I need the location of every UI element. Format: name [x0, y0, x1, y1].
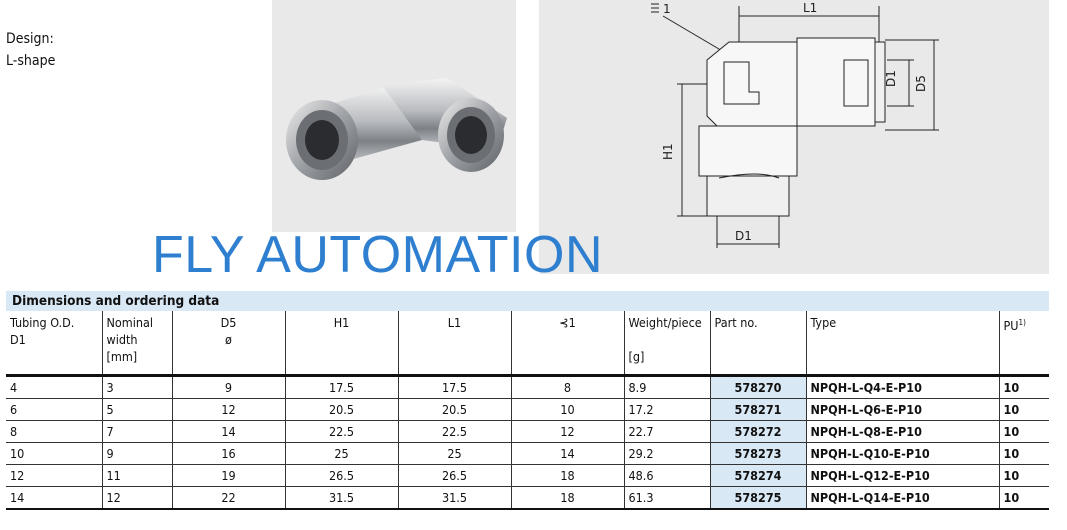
- cell-d5: 9: [171, 375, 285, 399]
- cell-d5: 12: [171, 398, 285, 421]
- cell-type: NPQH-L-Q12-E-P10: [805, 464, 999, 487]
- watermark: FLY AUTOMATION: [152, 226, 604, 284]
- cell-tubing-od: 4: [10, 380, 18, 395]
- cell-weight: 61.3: [623, 486, 710, 509]
- elbow-fitting-image: [286, 78, 507, 180]
- design-label: Design:: [6, 31, 54, 47]
- cell-nominal-width: 9: [101, 442, 172, 465]
- cell-tubing-od: 12: [6, 464, 102, 487]
- cell-l1: 25: [397, 442, 511, 465]
- wrench-size-label: 1: [663, 2, 671, 16]
- cell-part-no: 578273: [709, 442, 806, 465]
- cell-type: NPQH-L-Q10-E-P10: [805, 442, 999, 465]
- cell-part-no: 578270: [709, 375, 806, 399]
- dim-d1-label: D1: [884, 70, 898, 87]
- cell-pu: 10: [998, 375, 1049, 399]
- cell-tubing-od: 6: [6, 398, 102, 421]
- cell-l1: 17.5: [397, 375, 511, 399]
- cell-l1: 20.5: [397, 398, 511, 421]
- cell-weight: 8.9: [623, 375, 710, 399]
- cell-nominal-width: 5: [101, 398, 172, 421]
- product-photo: [272, 0, 516, 232]
- cell-nominal-width: 12: [101, 486, 172, 509]
- cell-d5: 14: [171, 420, 285, 443]
- cell-weight: 29.2: [623, 442, 710, 465]
- col-part-no: Part no.: [709, 311, 806, 376]
- cell-tubing-od: 14: [6, 486, 102, 509]
- cell-weight: 48.6: [623, 464, 710, 487]
- ordering-data-table: Dimensions and ordering data Tubing O.D.…: [6, 291, 1049, 510]
- cell-part-no: 578272: [709, 420, 806, 443]
- cell-pu: 10: [998, 486, 1049, 509]
- cell-wrench-size: 10: [510, 398, 624, 421]
- technical-drawing: 1 L1 D1 D5 H1 D1: [539, 0, 1049, 274]
- col-pu: PU1): [998, 311, 1049, 376]
- col-h1: H1: [284, 311, 398, 376]
- col-l1: L1: [397, 311, 511, 376]
- cell-wrench-size: 14: [510, 442, 624, 465]
- cell-part-no: 578274: [709, 464, 806, 487]
- col-weight: Weight/piece[g]: [623, 311, 710, 376]
- col-type: Type: [805, 311, 999, 376]
- cell-nominal-width: 7: [101, 420, 172, 443]
- cell-l1: 31.5: [397, 486, 511, 509]
- cell-type: NPQH-L-Q14-E-P10: [805, 486, 999, 509]
- wrench-icon: [651, 3, 659, 13]
- cell-pu: 10: [998, 442, 1049, 465]
- cell-pu: 10: [998, 398, 1049, 421]
- cell-tubing-od: 8: [6, 420, 102, 443]
- cell-d5: 16: [171, 442, 285, 465]
- cell-nominal-width: 11: [101, 464, 172, 487]
- cell-wrench-size: 18: [510, 486, 624, 509]
- cell-weight: 22.7: [623, 420, 710, 443]
- cell-pu: 10: [998, 464, 1049, 487]
- cell-pu: 10: [998, 420, 1049, 443]
- cell-type: NPQH-L-Q8-E-P10: [805, 420, 999, 443]
- dim-d5-label: D5: [914, 75, 928, 92]
- cell-type: NPQH-L-Q6-E-P10: [805, 398, 999, 421]
- cell-d5: 19: [171, 464, 285, 487]
- cell-l1: 22.5: [397, 420, 511, 443]
- cell-d5: 22: [171, 486, 285, 509]
- wrench-icon: ⊰: [559, 315, 569, 330]
- cell-wrench-size: 8: [510, 375, 624, 399]
- cell-weight: 17.2: [623, 398, 710, 421]
- cell-h1: 31.5: [284, 486, 398, 509]
- cell-h1: 26.5: [284, 464, 398, 487]
- cell-l1: 26.5: [397, 464, 511, 487]
- cell-tubing-od: 10: [6, 442, 102, 465]
- table-title: Dimensions and ordering data: [6, 291, 1049, 311]
- dim-h1-label: H1: [661, 143, 675, 160]
- dim-l1-label: L1: [803, 1, 817, 15]
- cell-part-no: 578275: [709, 486, 806, 509]
- col-tubing-od: Tubing O.D.D1: [10, 315, 75, 347]
- dim-d1-bottom-label: D1: [735, 229, 752, 243]
- design-value: L-shape: [6, 53, 56, 69]
- cell-wrench-size: 18: [510, 464, 624, 487]
- design-info: Design: L-shape: [6, 28, 55, 72]
- cell-part-no: 578271: [709, 398, 806, 421]
- cell-wrench-size: 12: [510, 420, 624, 443]
- cell-h1: 25: [284, 442, 398, 465]
- cell-nominal-width: 3: [101, 375, 172, 399]
- cell-h1: 22.5: [284, 420, 398, 443]
- cell-type: NPQH-L-Q4-E-P10: [805, 375, 999, 399]
- cell-h1: 20.5: [284, 398, 398, 421]
- col-wrench-size: ⊰1: [510, 311, 624, 376]
- cell-h1: 17.5: [284, 375, 398, 399]
